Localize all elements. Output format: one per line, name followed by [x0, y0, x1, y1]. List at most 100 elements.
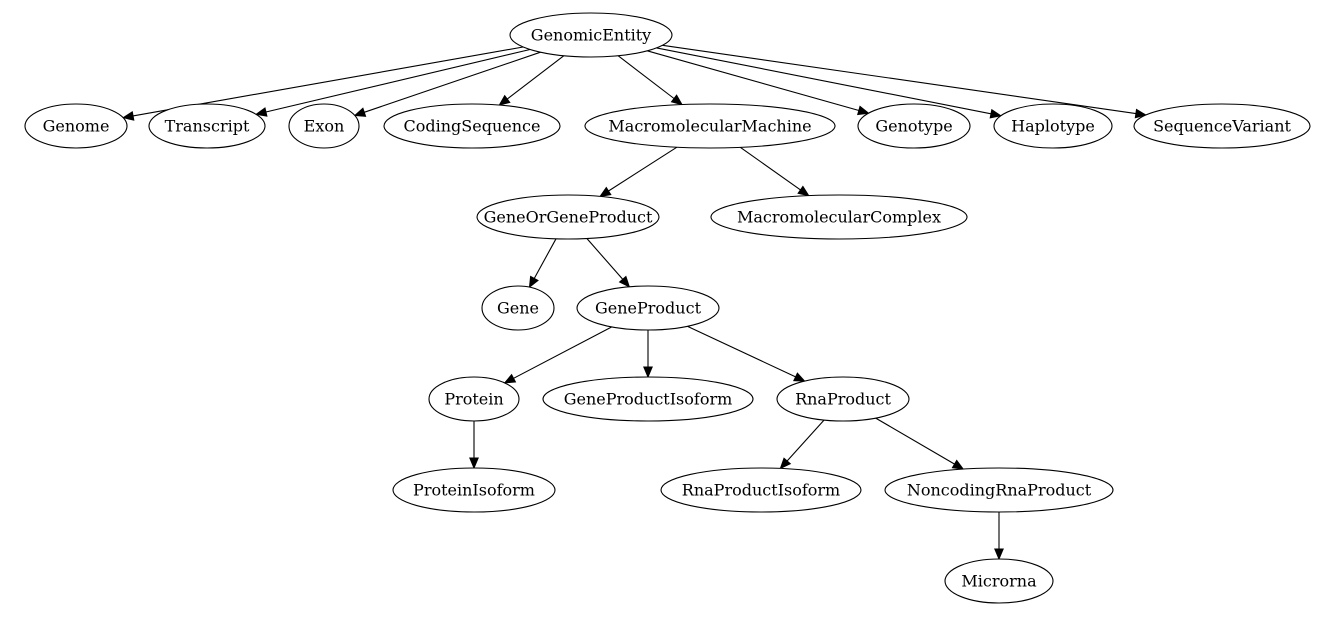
node-label: MacromolecularComplex: [737, 208, 941, 227]
edges-layer: [121, 44, 1148, 561]
node-exon[interactable]: Exon: [288, 103, 360, 149]
node-ellipse: [710, 194, 968, 240]
node-label: Microrna: [961, 572, 1037, 591]
node-ellipse: [383, 103, 561, 149]
node-ellipse: [576, 285, 720, 331]
edge-macromolecular-machine-to-gene-or-gene-product: [599, 146, 678, 198]
node-label: CodingSequence: [404, 117, 541, 136]
node-ellipse: [509, 12, 673, 58]
edge-line: [617, 55, 675, 99]
arrowhead-icon: [989, 108, 1003, 119]
arrowhead-icon: [469, 457, 479, 470]
node-rna-product[interactable]: RnaProduct: [776, 376, 910, 422]
node-label: Gene: [497, 299, 539, 318]
edge-noncoding-rna-product-to-microrna: [994, 512, 1004, 561]
node-transcript[interactable]: Transcript: [148, 103, 266, 149]
arrowhead-icon: [994, 548, 1004, 561]
node-label: GeneProductIsoform: [564, 390, 733, 409]
node-ellipse: [944, 558, 1054, 604]
node-ellipse: [476, 194, 660, 240]
node-label: MacromolecularMachine: [608, 117, 811, 136]
node-protein[interactable]: Protein: [428, 376, 520, 422]
node-ellipse: [392, 467, 556, 513]
edge-line: [662, 44, 1136, 115]
node-noncoding-rna-product[interactable]: NoncodingRnaProduct: [884, 467, 1114, 513]
arrowhead-icon: [599, 186, 612, 198]
node-coding-sequence[interactable]: CodingSequence: [383, 103, 561, 149]
arrowhead-icon: [618, 275, 631, 288]
edge-rna-product-to-rna-product-isoform: [779, 419, 825, 470]
edge-line: [786, 419, 825, 462]
node-label: Transcript: [165, 117, 250, 136]
node-label: Genome: [43, 117, 110, 136]
arrowhead-icon: [857, 105, 870, 116]
node-label: GenomicEntity: [531, 26, 651, 45]
node-label: Genotype: [875, 117, 952, 136]
edge-genomic-entity-to-genotype: [647, 50, 870, 116]
node-microrna[interactable]: Microrna: [944, 558, 1054, 604]
node-sequence-variant[interactable]: SequenceVariant: [1133, 103, 1311, 149]
arrowhead-icon: [643, 366, 653, 379]
edge-line: [265, 48, 531, 113]
node-ellipse: [660, 467, 862, 513]
node-gene[interactable]: Gene: [481, 285, 555, 331]
edge-gene-or-gene-product-to-gene: [528, 238, 557, 289]
arrowhead-icon: [779, 457, 792, 470]
node-gene-product-isoform[interactable]: GeneProductIsoform: [542, 376, 754, 422]
node-rna-product-isoform[interactable]: RnaProductIsoform: [660, 467, 862, 513]
arrowhead-icon: [121, 110, 135, 121]
node-ellipse: [24, 103, 128, 149]
arrowhead-icon: [670, 94, 684, 106]
node-label: Haplotype: [1011, 117, 1095, 136]
edge-gene-product-to-protein: [503, 326, 613, 384]
node-genome[interactable]: Genome: [24, 103, 128, 149]
arrowhead-icon: [951, 459, 965, 470]
node-haplotype[interactable]: Haplotype: [993, 103, 1113, 149]
edge-line: [608, 146, 678, 192]
edge-macromolecular-machine-to-macromolecular-complex: [739, 146, 810, 197]
node-ellipse: [481, 285, 555, 331]
node-ellipse: [542, 376, 754, 422]
edge-line: [875, 417, 955, 465]
node-ellipse: [584, 103, 836, 149]
node-macromolecular-complex[interactable]: MacromolecularComplex: [710, 194, 968, 240]
node-gene-or-gene-product[interactable]: GeneOrGeneProduct: [476, 194, 660, 240]
edge-gene-product-to-rna-product: [687, 325, 806, 382]
edge-genomic-entity-to-coding-sequence: [498, 55, 565, 106]
node-label: NoncodingRnaProduct: [907, 481, 1092, 500]
node-label: Exon: [304, 117, 345, 136]
node-ellipse: [148, 103, 266, 149]
node-label: RnaProduct: [795, 390, 891, 409]
edge-genomic-entity-to-macromolecular-machine: [617, 55, 684, 106]
node-protein-isoform[interactable]: ProteinIsoform: [392, 467, 556, 513]
edge-line: [533, 238, 557, 279]
edge-genomic-entity-to-transcript: [254, 48, 531, 117]
edge-gene-or-gene-product-to-gene-product: [586, 238, 631, 288]
edge-gene-product-to-gene-product-isoform: [643, 330, 653, 379]
edge-line: [656, 47, 992, 115]
node-label: GeneOrGeneProduct: [484, 208, 653, 227]
edge-protein-to-protein-isoform: [469, 421, 479, 470]
node-genomic-entity[interactable]: GenomicEntity: [509, 12, 673, 58]
node-macromolecular-machine[interactable]: MacromolecularMachine: [584, 103, 836, 149]
arrowhead-icon: [353, 107, 367, 117]
arrowhead-icon: [503, 373, 517, 384]
node-ellipse: [288, 103, 360, 149]
node-ellipse: [428, 376, 520, 422]
node-label: Protein: [444, 390, 503, 409]
node-label: ProteinIsoform: [413, 481, 535, 500]
node-ellipse: [884, 467, 1114, 513]
arrowhead-icon: [498, 94, 511, 106]
node-ellipse: [993, 103, 1113, 149]
node-label: RnaProductIsoform: [682, 481, 840, 500]
node-label: GeneProduct: [595, 299, 702, 318]
arrowhead-icon: [793, 372, 806, 382]
arrowhead-icon: [797, 185, 810, 197]
edge-genomic-entity-to-haplotype: [656, 47, 1003, 119]
node-genotype[interactable]: Genotype: [857, 103, 971, 149]
edge-genomic-entity-to-exon: [353, 51, 541, 117]
edge-rna-product-to-noncoding-rna-product: [875, 417, 965, 470]
node-gene-product[interactable]: GeneProduct: [576, 285, 720, 331]
